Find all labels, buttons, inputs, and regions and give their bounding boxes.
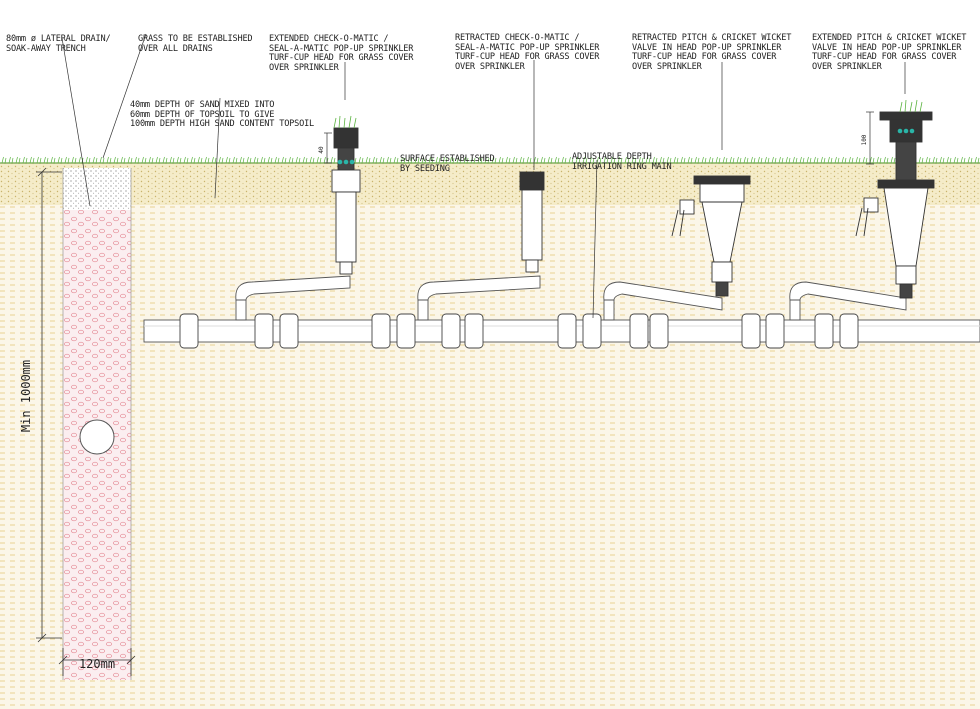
pipe-fitting: [464, 313, 484, 349]
pipe-fitting: [839, 313, 859, 349]
svg-text:40: 40: [318, 146, 325, 154]
subsoil-layer: [0, 168, 980, 709]
sprinkler-retracted-checkomatic: [519, 171, 545, 273]
svg-text:100: 100: [861, 134, 868, 145]
pipe-fitting: [649, 313, 669, 349]
sprinkler-extended-pitch: [855, 111, 935, 299]
pipe-fitting: [582, 313, 602, 349]
extend-dimension-1: [324, 132, 332, 164]
pipe-fitting: [396, 313, 416, 349]
pipe-fitting: [814, 313, 834, 349]
label-retracted-checkomatic: RETRACTED CHECK-O-MATIC /SEAL-A-MATIC PO…: [455, 33, 600, 72]
pipe-fitting: [279, 313, 299, 349]
lateral-drain-pipe: [79, 419, 115, 455]
grass-line: [1, 156, 980, 164]
sprinkler-retracted-pitch: [671, 175, 751, 297]
turf-cup-grass: [333, 99, 923, 129]
depth-dimension: [36, 167, 62, 643]
width-dimension: [58, 648, 136, 676]
pipe-fitting: [254, 313, 274, 349]
width-dimension-label: 120mm: [79, 657, 115, 671]
pipe-fitting: [629, 313, 649, 349]
sand-topsoil-layer: [0, 163, 980, 205]
extend-dimension-2: [866, 111, 874, 165]
pipe-fitting: [441, 313, 461, 349]
pipe-fitting: [179, 313, 199, 349]
label-lateral-drain: 80mm ø LATERAL DRAIN/SOAK-AWAY TRENCH: [6, 34, 111, 54]
label-extended-checkomatic: EXTENDED CHECK-O-MATIC /SEAL-A-MATIC POP…: [269, 34, 414, 73]
pipe-fitting: [557, 313, 577, 349]
pipe-fitting: [371, 313, 391, 349]
leader-lines: [61, 33, 906, 319]
swing-joints: [235, 275, 907, 321]
sprinkler-extended-checkomatic: [331, 127, 361, 275]
pipe-fitting: [741, 313, 761, 349]
depth-dimension-label: Min 1000mm: [19, 360, 33, 432]
drain-trench-topfill: [63, 168, 131, 210]
pipe-fitting: [765, 313, 785, 349]
